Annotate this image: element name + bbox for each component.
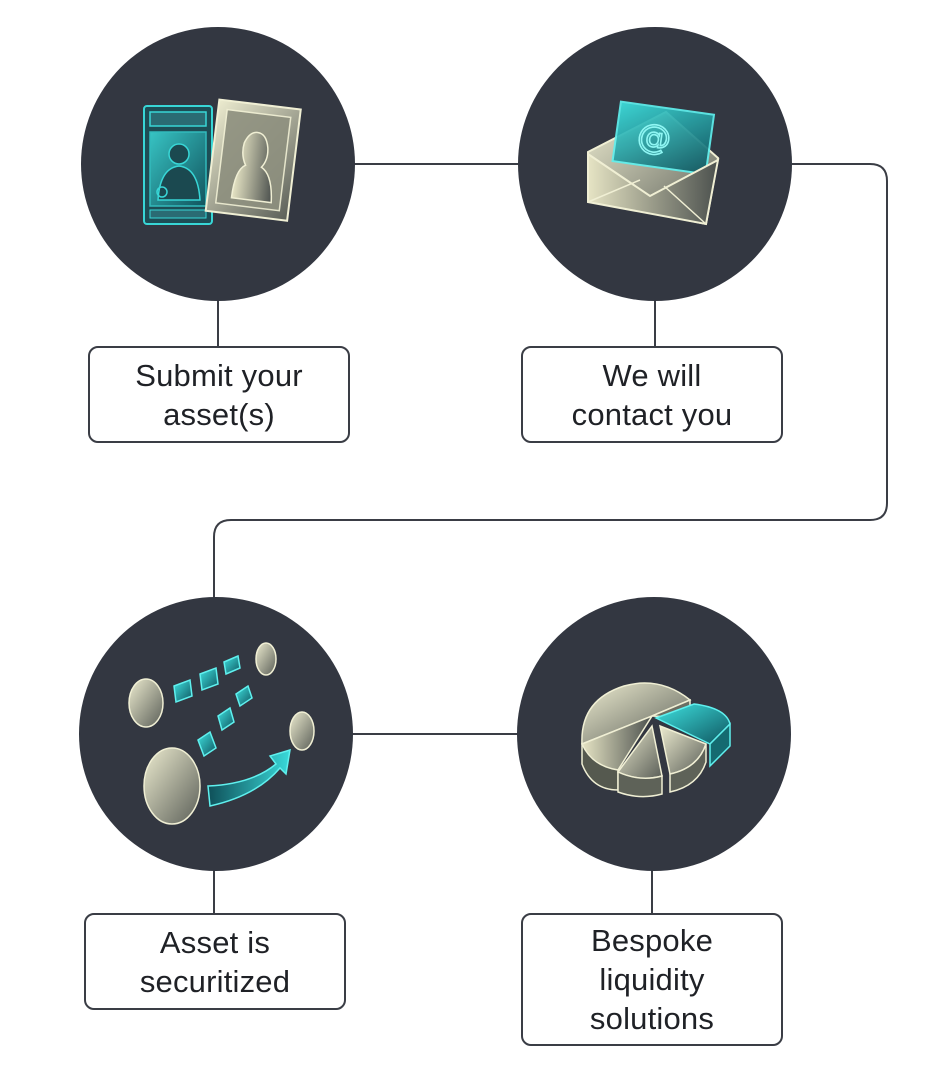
- step-box-liquidity: Bespoke liquidity solutions: [521, 913, 783, 1046]
- step-box-securitize: Asset is securitized: [84, 913, 346, 1010]
- envelope-email-icon: @: [587, 100, 720, 226]
- step-label-securitize: Asset is securitized: [139, 924, 291, 999]
- step-label-liquidity: Bespoke liquidity solutions: [589, 923, 715, 1036]
- coins-tokens-icon: [128, 642, 315, 825]
- connector-step2-step3: [213, 163, 888, 598]
- connector-lines: [213, 163, 888, 913]
- asset-photo-frames-icon: [143, 98, 302, 225]
- step-label-contact: We will contact you: [571, 357, 733, 432]
- step-box-submit: Submit your asset(s): [88, 346, 350, 443]
- svg-text:@: @: [635, 115, 674, 159]
- step-label-submit: Submit your asset(s): [135, 357, 303, 432]
- pie-chart-icon: [580, 682, 731, 798]
- step-box-contact: We will contact you: [521, 346, 783, 443]
